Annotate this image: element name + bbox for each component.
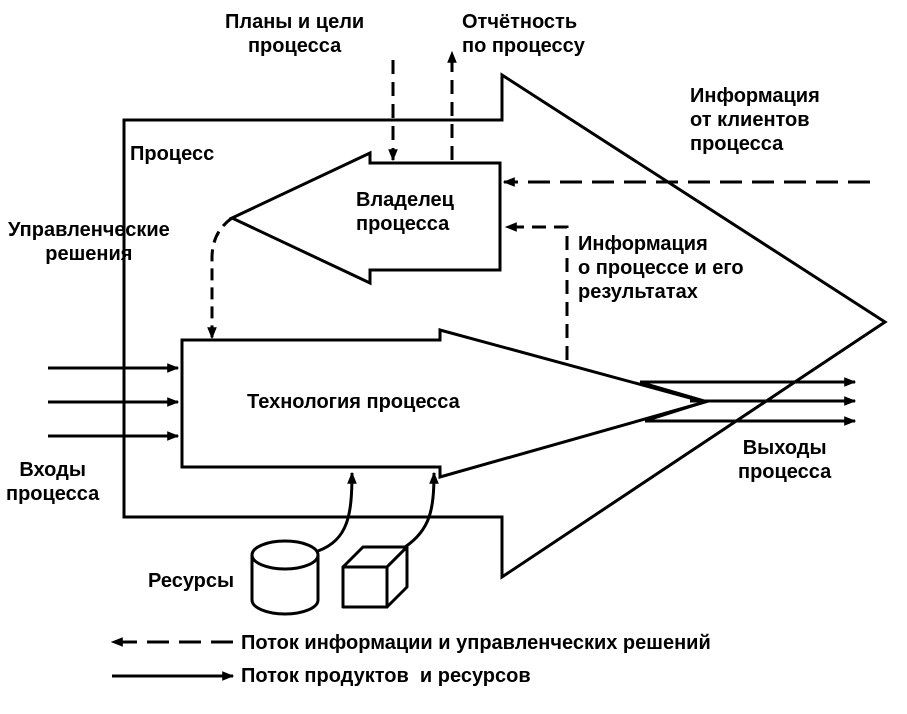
reporting-label: Отчётность по процессу xyxy=(462,11,585,57)
mgmt-decisions-arrow xyxy=(207,216,233,340)
process-info-arrow xyxy=(504,222,569,360)
resource-cylinder-icon xyxy=(250,539,320,616)
resources-label: Ресурсы xyxy=(148,570,235,592)
inputs-label: Входы процесса xyxy=(6,459,100,505)
mgmt-decisions-label: Управленческие решения xyxy=(8,219,170,265)
client-info-label: Информация от клиентов процесса xyxy=(690,85,820,155)
resource-arrow-cylinder xyxy=(317,471,357,553)
technology-arrow-shape xyxy=(180,328,711,479)
output-line-top xyxy=(639,380,706,403)
legend-info-flow-label: Поток информации и управленческих решени… xyxy=(241,632,711,654)
resource-arrow-cube xyxy=(404,471,439,549)
output-line-bottom xyxy=(644,400,706,423)
plans-goals-label: Планы и цели процесса xyxy=(225,11,365,57)
legend-product-flow-label: Поток продуктов и ресурсов xyxy=(241,665,531,687)
process-info-label: Информация о процессе и его результатах xyxy=(578,233,744,303)
outputs-label: Выходы процесса xyxy=(738,437,832,483)
process-label: Процесс xyxy=(130,143,215,165)
owner-label: Владелец процесса xyxy=(356,189,454,235)
process-outer-arrow xyxy=(122,72,888,580)
owner-arrow-shape xyxy=(228,150,502,286)
technology-label: Технология процесса xyxy=(247,391,460,413)
resource-cube-icon xyxy=(341,545,409,609)
